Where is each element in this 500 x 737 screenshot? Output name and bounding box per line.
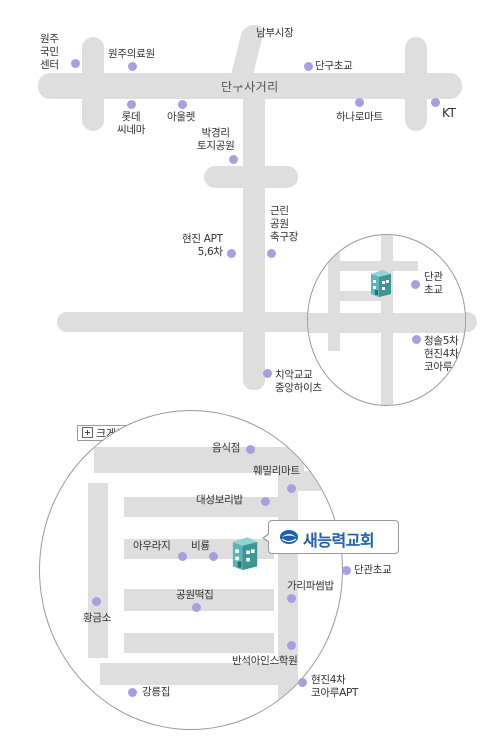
detail-road-left-v [88,483,108,658]
label-hanaro: 하나로마트 [336,111,383,123]
road-central-vertical [243,95,265,390]
road-stub [204,166,298,188]
church-logo-icon [280,530,298,544]
label-gari: 가리파썸밥 [287,580,334,592]
label-park-rice: 공원떡집 [176,589,214,601]
label-wonju-center: 원주 국민 센터 [40,33,59,71]
pin-hyunjin4 [298,678,307,687]
pin-dangu-school [304,62,313,71]
church-building-icon [371,270,391,297]
church-callout: 새능력교회 [262,520,399,554]
pin-dangwan-detail [342,566,351,575]
church-name-text: 새능력교회 [303,531,375,550]
church-building-icon-detail [232,537,258,570]
pin-field [267,249,276,258]
road-left-vertical [82,37,104,131]
label-family-mart: 훼밀리마트 [253,465,300,477]
pin-banseok [287,641,296,650]
label-lotte: 롯데 씨네마 [117,111,146,136]
pin-aurajji [178,552,187,561]
label-dangwan-detail: 단관초교 [354,564,392,576]
detail-map-circle [39,410,343,730]
pin-daesung [261,497,270,506]
label-dangu-school: 단구초교 [315,60,353,72]
detail-road-far-right [298,471,338,491]
label-outlet: 아울렛 [167,111,196,123]
pin-hanaro [355,98,364,107]
label-restaurant: 음식점 [212,442,241,454]
label-daesung: 대성보리밥 [196,494,243,506]
pin-dangwan [411,280,420,289]
pin-wonju-hospital [128,62,137,71]
road-right-vertical [405,37,427,131]
pin-hyunjin [227,249,236,258]
label-field: 근린 공원 축구장 [270,205,299,243]
circle-road-3 [308,313,465,333]
pin-lotte [127,100,136,109]
pin-family-mart [287,484,296,493]
pin-restaurant [246,445,255,454]
label-hyunjin4: 현진4차 코아루APT [311,674,359,699]
label-hyunjin: 현진 APT 5,6차 [182,233,223,258]
detail-road-row1 [124,497,294,517]
circle-road-4 [328,261,418,271]
circle-road-5 [328,291,388,301]
callout-tail-inner [264,534,270,542]
detail-road-row4 [124,633,274,653]
label-park: 박경리 토지공원 [197,127,235,152]
label-aurajji: 아우라지 [133,540,171,552]
label-biryong: 비룡 [191,540,210,552]
pin-wonju-center [71,59,80,68]
pin-biryong [209,552,218,561]
label-chiak: 치악교교 중앙하이츠 [275,369,322,394]
label-hwanggeum: 황금소 [83,612,112,624]
label-dangwan: 단관 초교 [424,271,443,296]
pin-hwanggeum [92,597,101,606]
pin-gangneung [128,688,137,697]
label-wonju-hospital: 원주의료원 [108,48,155,60]
pin-chiak [263,369,272,378]
label-gangneung: 강릉집 [142,686,171,698]
pin-park [229,155,238,164]
label-nambu-market: 남부시장 [256,27,294,39]
label-chungsol: 청솔5차 현진4차 코아루 [424,335,459,373]
pin-outlet [178,100,187,109]
label-banseok: 반석아인스학원 [232,655,298,667]
label-kt: KT [442,106,456,120]
pin-park-rice [192,603,201,612]
pin-gari [287,594,296,603]
plus-box-icon [82,427,93,438]
detail-road-bottom [100,663,285,685]
zoom-circle-small [307,234,466,406]
detail-road-top [94,447,304,473]
detail-road-row3 [124,589,274,611]
pin-chungsol [412,335,421,344]
pin-kt [431,98,440,107]
